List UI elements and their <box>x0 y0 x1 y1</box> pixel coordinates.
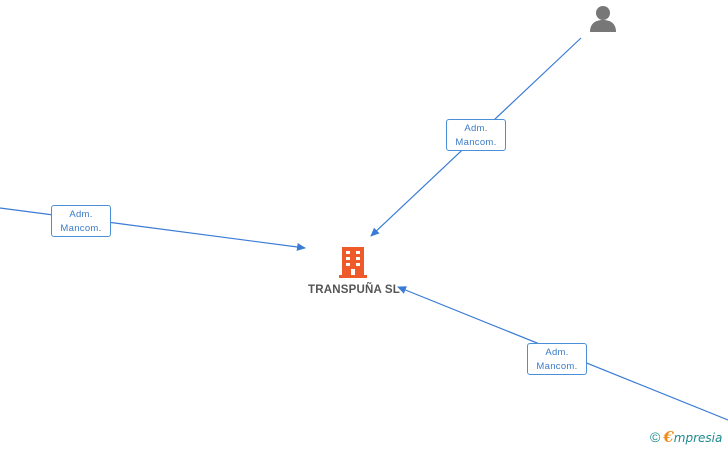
edge-line-left <box>0 207 306 251</box>
edge-label-role: Adm. <box>464 123 488 134</box>
edge-label-type: Mancom. <box>60 223 102 234</box>
edge-label-bottom-right[interactable]: Adm. Mancom. <box>527 343 587 375</box>
building-icon[interactable] <box>338 245 368 279</box>
copyright-symbol: © <box>650 429 661 445</box>
brand-initial: € <box>663 428 674 446</box>
edge-label-role: Adm. <box>69 209 93 220</box>
watermark: ©€mpresia <box>650 428 722 448</box>
brand-name: mpresia <box>673 431 723 445</box>
edge-label-person[interactable]: Adm. Mancom. <box>446 119 506 151</box>
edge-label-type: Mancom. <box>455 137 497 148</box>
edge-label-type: Mancom. <box>536 361 578 372</box>
edge-label-role: Adm. <box>545 347 569 358</box>
company-name[interactable]: TRANSPUÑA SL <box>307 284 401 296</box>
edge-label-left[interactable]: Adm. Mancom. <box>51 205 111 237</box>
person-icon[interactable] <box>588 4 618 32</box>
